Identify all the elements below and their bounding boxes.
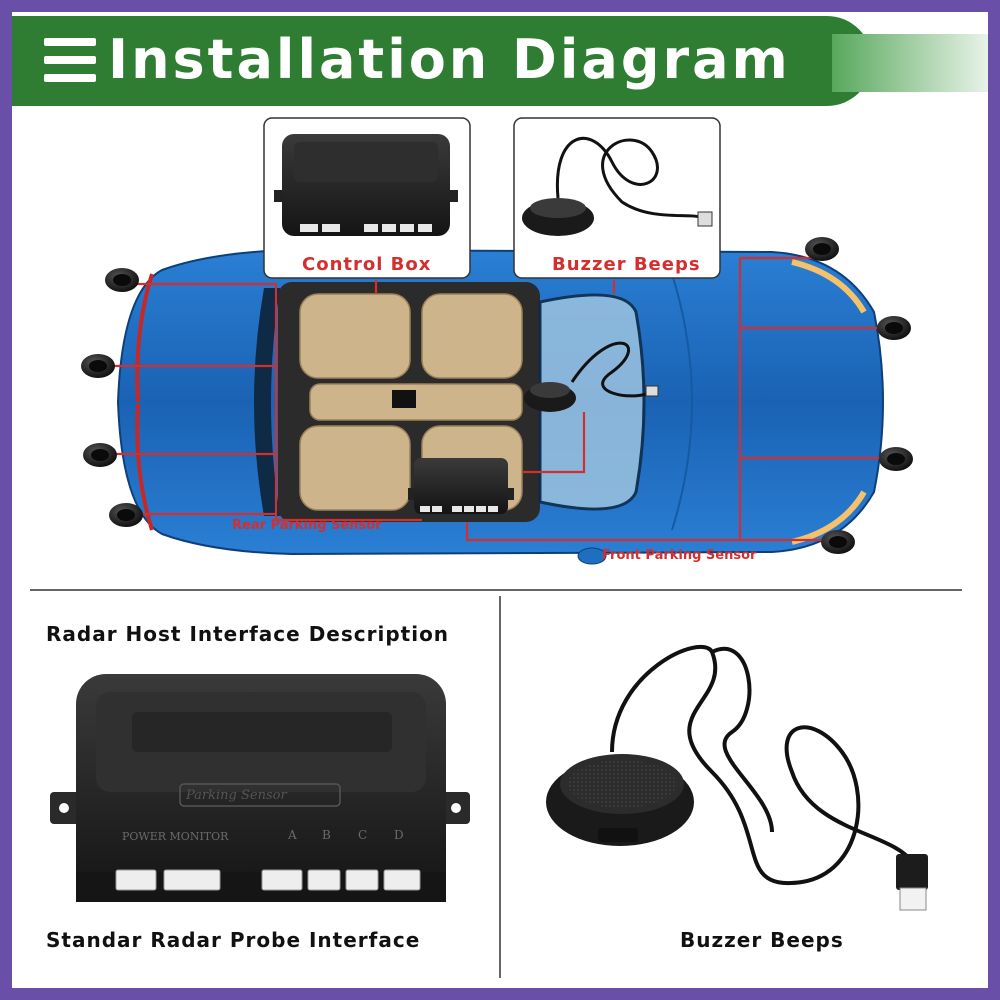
heading-buzzer-beeps: Buzzer Beeps	[680, 928, 844, 952]
front-sensor-2	[877, 316, 911, 340]
label-rear-parking-sensor: Rear Parking Sensor	[232, 518, 382, 533]
front-sensor-4	[821, 530, 855, 554]
inset-control-box-device	[274, 134, 458, 236]
car-illustration	[116, 239, 884, 565]
rear-sensor-3	[83, 443, 117, 467]
parking-sensors	[81, 237, 913, 554]
car-buzzer	[524, 341, 659, 412]
label-buzzer-inset: Buzzer Beeps	[552, 254, 701, 275]
label-front-parking-sensor: Front Parking Sensor	[602, 548, 757, 563]
diagram-drawing	[30, 117, 962, 978]
heading-probe-interface: Standar Radar Probe Interface	[46, 928, 421, 952]
device-brand-text: Parking Sensor	[186, 788, 287, 803]
device-port-d: D	[394, 828, 404, 842]
device-port-a: A	[288, 828, 297, 842]
menu-icon	[44, 38, 96, 82]
rear-sensor-4	[109, 503, 143, 527]
inset-buzzer-device	[522, 136, 713, 236]
device-power-monitor-text: POWER MONITOR	[122, 830, 229, 843]
front-sensor-3	[879, 447, 913, 471]
installation-diagram-page: Installation Diagram	[12, 12, 988, 988]
wiring	[110, 256, 892, 542]
title-banner	[12, 16, 872, 106]
large-control-box	[50, 674, 470, 902]
heading-radar-host: Radar Host Interface Description	[46, 622, 450, 646]
device-port-c: C	[358, 828, 368, 842]
device-port-b: B	[322, 828, 331, 842]
front-sensor-1	[805, 237, 839, 261]
page-title: Installation Diagram	[108, 28, 791, 91]
banner-fade	[832, 34, 988, 92]
rear-sensor-1	[105, 268, 139, 292]
rear-sensor-2	[81, 354, 115, 378]
large-buzzer	[546, 645, 928, 911]
car-control-box	[408, 458, 514, 514]
label-control-box: Control Box	[302, 254, 432, 275]
